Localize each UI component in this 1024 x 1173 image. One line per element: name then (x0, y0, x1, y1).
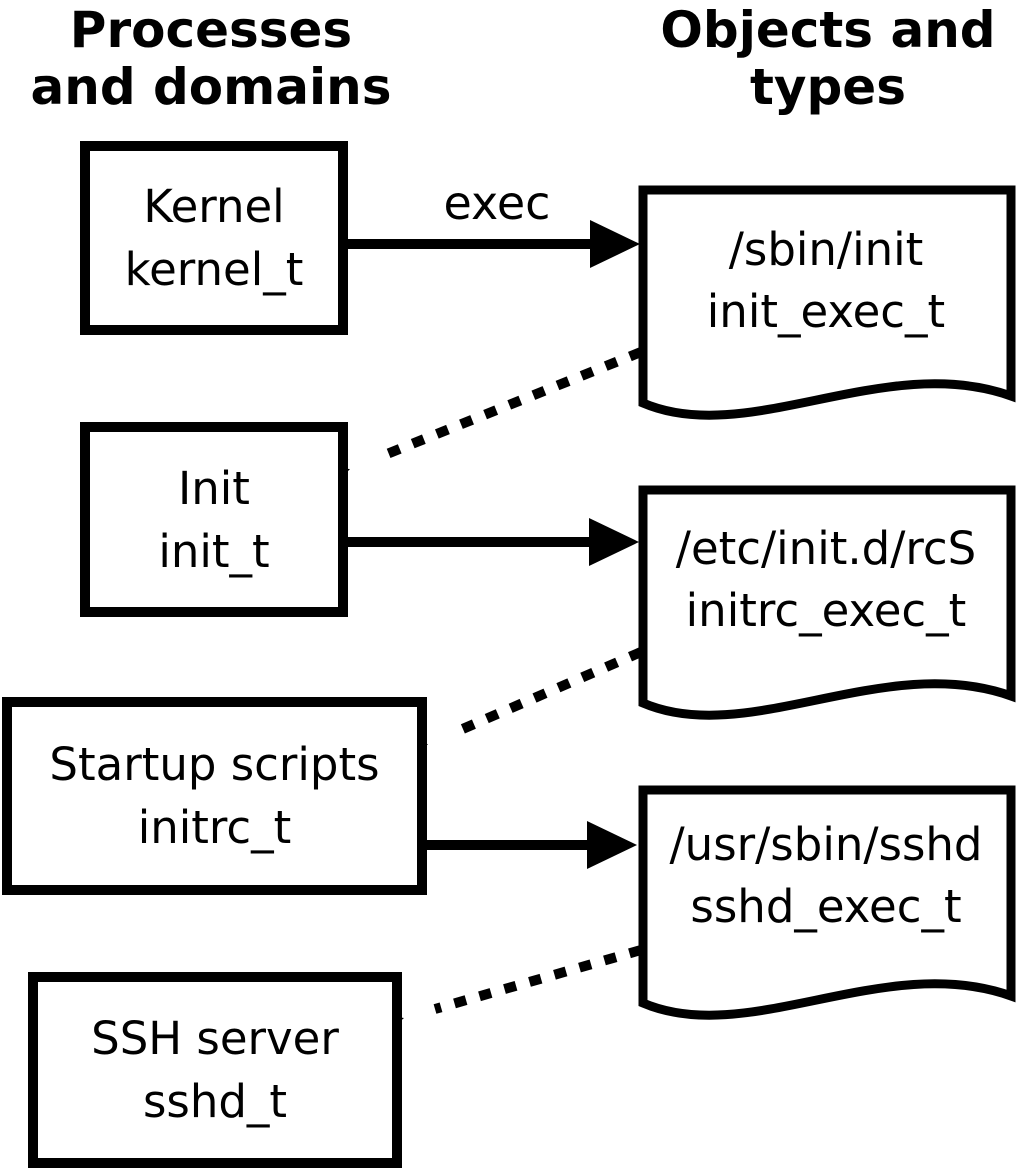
process-domain-ssh-server: sshd_t (142, 1075, 288, 1128)
transition-arrow-sshdexec-to-sshd (433, 945, 643, 1014)
process-domain-init: init_t (158, 524, 270, 578)
column-header-processes: Processes and domains (6, 2, 416, 116)
document-shape-etc-initd-rcs (638, 485, 1016, 720)
column-header-processes-line2: and domains (30, 58, 392, 116)
object-type-sbin-init: init_exec_t (706, 285, 946, 338)
column-header-objects-line2: types (750, 58, 906, 116)
column-header-objects: Objects and types (623, 2, 1024, 116)
object-doc-etc-initd-rcs: /etc/init.d/rcS initrc_exec_t (640, 518, 1012, 642)
object-path-sbin-init: /sbin/init (728, 223, 924, 276)
object-path-etc-initd-rcs: /etc/init.d/rcS (675, 522, 977, 575)
transition-arrow-sbininit-to-init (380, 347, 643, 461)
process-label-ssh-server: SSH server (91, 1012, 339, 1065)
column-header-objects-line1: Objects and (660, 1, 996, 59)
exec-arrowhead-initrc-to-sshd (587, 821, 637, 869)
object-doc-sbin-init: /sbin/init init_exec_t (640, 219, 1012, 343)
document-shape-sbin-init (638, 185, 1016, 420)
transition-arrow-rcs-to-initrc (456, 647, 643, 736)
process-domain-startup-scripts: initrc_t (137, 801, 292, 854)
process-box-ssh-server: SSH server sshd_t (28, 972, 402, 1168)
process-domain-kernel: kernel_t (124, 243, 304, 296)
process-label-startup-scripts: Startup scripts (49, 738, 380, 791)
object-type-etc-initd-rcs: initrc_exec_t (685, 584, 967, 637)
process-box-startup-scripts: Startup scripts initrc_t (2, 697, 427, 895)
exec-arrowhead-kernel-to-sbin-init (590, 220, 640, 268)
object-path-usr-sbin-sshd: /usr/sbin/sshd (669, 818, 983, 871)
column-header-processes-line1: Processes (69, 1, 353, 59)
exec-arrowhead-init-to-rcs (589, 518, 639, 566)
process-label-kernel: Kernel (143, 180, 285, 233)
process-box-kernel: Kernel kernel_t (80, 141, 348, 335)
process-label-init: Init (178, 461, 250, 515)
object-type-usr-sbin-sshd: sshd_exec_t (690, 880, 962, 933)
process-box-init: Init init_t (80, 422, 348, 617)
exec-arrow-label: exec (443, 176, 551, 230)
object-doc-usr-sbin-sshd: /usr/sbin/sshd sshd_exec_t (640, 814, 1012, 938)
document-shape-usr-sbin-sshd (638, 785, 1016, 1020)
